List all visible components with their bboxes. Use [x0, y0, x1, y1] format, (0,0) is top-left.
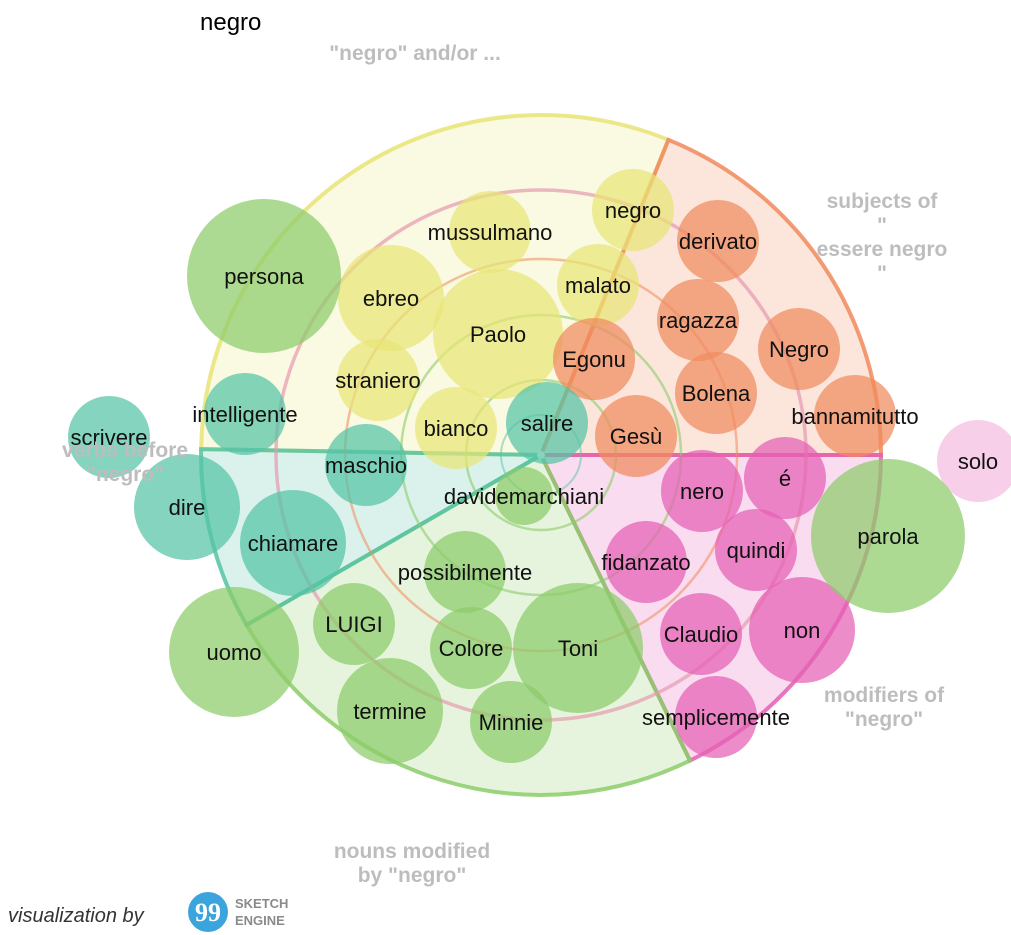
label-luigi: LUIGI: [325, 612, 382, 637]
bubble-toni[interactable]: [513, 583, 643, 713]
category-label-subjects-of: subjects of"essere negro": [817, 190, 948, 285]
label-uomo: uomo: [206, 640, 261, 665]
label-scrivere: scrivere: [70, 425, 147, 450]
label-bianco: bianco: [424, 416, 489, 441]
bubble-non[interactable]: [749, 577, 855, 683]
label-ragazza: ragazza: [659, 308, 738, 333]
label-negro: negro: [605, 198, 661, 223]
bubble-e[interactable]: [744, 437, 826, 519]
label-persona: persona: [224, 264, 304, 289]
category-label-modifiers-of: modifiers of"negro": [824, 684, 945, 731]
label-chiamare: chiamare: [248, 531, 338, 556]
bubble-ragazza[interactable]: [657, 279, 739, 361]
label-malato: malato: [565, 273, 631, 298]
label-intelligente: intelligente: [192, 402, 297, 427]
bubble-intelligente[interactable]: [204, 373, 286, 455]
label-negro: Negro: [769, 337, 829, 362]
bubble-paolo[interactable]: [433, 269, 563, 399]
bubble-bolena[interactable]: [675, 352, 757, 434]
bubble-maschio[interactable]: [325, 424, 407, 506]
label-toni: Toni: [558, 636, 598, 661]
label-davidemarchiani: davidemarchiani: [444, 484, 604, 509]
bubble-ebreo[interactable]: [338, 245, 444, 351]
label-semplicemente: semplicemente: [642, 705, 790, 730]
query-label: "negro" and/or ...: [329, 42, 501, 65]
bubble-chiamare[interactable]: [240, 490, 346, 596]
label-solo: solo: [958, 449, 998, 474]
headword-title: negro: [200, 9, 261, 36]
label-minnie: Minnie: [479, 710, 544, 735]
bubble-malato[interactable]: [557, 244, 639, 326]
label-bannamitutto: bannamitutto: [791, 404, 918, 429]
label-straniero: straniero: [335, 368, 421, 393]
bubble-persona[interactable]: [187, 199, 341, 353]
label-derivato: derivato: [679, 229, 757, 254]
svg-text:99: 99: [195, 898, 221, 927]
bubble-bannamitutto[interactable]: [814, 375, 896, 457]
bubble-egonu[interactable]: [553, 318, 635, 400]
label-colore: Colore: [439, 636, 504, 661]
credit-footer: visualization by 99 SKETCH ENGINE: [8, 892, 288, 932]
bubble-negro[interactable]: [758, 308, 840, 390]
label-dire: dire: [169, 495, 206, 520]
bubble-derivato[interactable]: [677, 200, 759, 282]
bubble-claudio[interactable]: [660, 593, 742, 675]
label-parola: parola: [857, 524, 919, 549]
bubble-colore[interactable]: [430, 607, 512, 689]
bubble-fidanzato[interactable]: [605, 521, 687, 603]
label-paolo: Paolo: [470, 322, 526, 347]
bubble-luigi[interactable]: [313, 583, 395, 665]
bubble-semplicemente[interactable]: [675, 676, 757, 758]
label-possibilmente: possibilmente: [398, 560, 533, 585]
label-nero: nero: [680, 479, 724, 504]
category-labels: subjects of"essere negro" modifiers of"ne…: [62, 190, 947, 887]
label-egonu: Egonu: [562, 347, 626, 372]
logo-line-2: ENGINE: [235, 913, 285, 928]
bubble-bianco[interactable]: [415, 387, 497, 469]
label-termine: termine: [353, 699, 426, 724]
label-maschio: maschio: [325, 453, 407, 478]
credit-text: visualization by: [8, 905, 145, 927]
bubble-salire[interactable]: [506, 382, 588, 464]
bubble-gesu[interactable]: [595, 395, 677, 477]
label-salire: salire: [521, 411, 574, 436]
bubble-quindi[interactable]: [715, 509, 797, 591]
bubble-solo[interactable]: [937, 420, 1011, 502]
label-fidanzato: fidanzato: [601, 550, 690, 575]
bubble-termine[interactable]: [337, 658, 443, 764]
label-quindi: quindi: [727, 538, 786, 563]
sketch-engine-logo: 99 SKETCH ENGINE: [188, 892, 288, 932]
bubble-negro[interactable]: [592, 169, 674, 251]
bubble-dire[interactable]: [134, 454, 240, 560]
bubble-uomo[interactable]: [169, 587, 299, 717]
bubble-minnie[interactable]: [470, 681, 552, 763]
bubble-parola[interactable]: [811, 459, 965, 613]
label-bolena: Bolena: [682, 381, 751, 406]
bubble-mussulmano[interactable]: [449, 191, 531, 273]
label-claudio: Claudio: [664, 622, 739, 647]
category-label-verbs-before: verbs before"negro": [62, 439, 188, 486]
label-mussulmano: mussulmano: [428, 220, 553, 245]
label-non: non: [784, 618, 821, 643]
bubble-davidemarchiani[interactable]: [495, 467, 553, 525]
logo-line-1: SKETCH: [235, 896, 288, 911]
label-gesu: Gesù: [610, 424, 663, 449]
bubble-straniero[interactable]: [337, 339, 419, 421]
label-e: é: [779, 466, 791, 491]
sketch-engine-logo-icon: [188, 892, 228, 932]
bubble-nero[interactable]: [661, 450, 743, 532]
label-ebreo: ebreo: [363, 286, 419, 311]
bubble-possibilmente[interactable]: [424, 531, 506, 613]
bubble-scrivere[interactable]: [68, 396, 150, 478]
collocate-bubbles: [68, 169, 1011, 764]
